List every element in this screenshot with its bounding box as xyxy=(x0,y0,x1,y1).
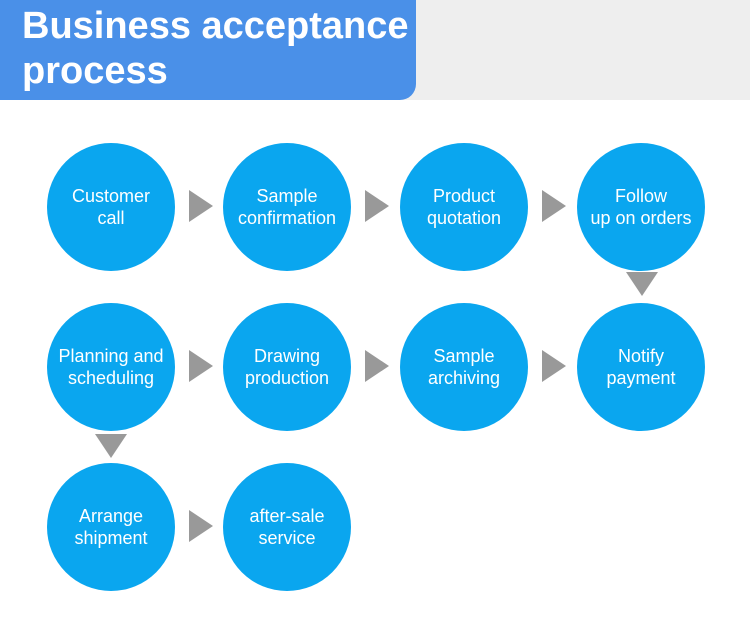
step-label-line-1: Notify xyxy=(617,346,664,366)
step-follow-up-on-orders: Follow up on orders xyxy=(577,143,705,271)
step-after-sale-service: after-sale service xyxy=(223,463,351,591)
step-label-line-2: service xyxy=(258,528,316,548)
page-title-line-2: process xyxy=(22,50,168,92)
arrow-right-icon xyxy=(189,190,213,222)
step-sample-confirmation: Sample confirmation xyxy=(223,143,351,271)
step-label-line-2: payment xyxy=(606,368,676,388)
step-label-line-2: call xyxy=(97,208,125,228)
arrow-right-icon xyxy=(365,190,389,222)
step-label-line-1: Sample xyxy=(256,186,318,206)
step-label-line-1: after-sale xyxy=(249,506,325,526)
step-drawing-production: Drawing production xyxy=(223,303,351,431)
step-label-line-2: archiving xyxy=(427,368,501,388)
arrow-right-icon xyxy=(189,350,213,382)
step-label-line-1: Planning and xyxy=(58,346,164,366)
title-banner: Business acceptance process xyxy=(0,0,416,100)
step-label-line-2: up on orders xyxy=(590,208,692,228)
step-label-line-1: Product xyxy=(432,186,496,206)
arrow-right-icon xyxy=(365,350,389,382)
step-notify-payment: Notify payment xyxy=(577,303,705,431)
step-label-line-1: Sample xyxy=(433,346,495,366)
step-label-line-2: production xyxy=(244,368,330,388)
step-label-line-1: Follow xyxy=(614,186,667,206)
step-arrange-shipment: Arrange shipment xyxy=(47,463,175,591)
arrow-right-icon xyxy=(189,510,213,542)
arrow-down-icon xyxy=(95,434,127,458)
step-sample-archiving: Sample archiving xyxy=(400,303,528,431)
step-product-quotation: Product quotation xyxy=(400,143,528,271)
step-label-line-1: Arrange xyxy=(78,506,144,526)
step-planning-and-scheduling: Planning and scheduling xyxy=(47,303,175,431)
arrow-down-icon xyxy=(626,272,658,296)
step-label-line-2: scheduling xyxy=(67,368,155,388)
arrow-right-icon xyxy=(542,350,566,382)
page-title-line-1: Business acceptance xyxy=(22,5,409,47)
step-label-line-2: quotation xyxy=(426,208,502,228)
step-label-line-1: Drawing xyxy=(253,346,321,366)
step-label-line-2: shipment xyxy=(74,528,148,548)
step-label-line-1: Customer xyxy=(71,186,151,206)
arrow-right-icon xyxy=(542,190,566,222)
step-label-line-2: confirmation xyxy=(237,208,337,228)
step-customer-call: Customer call xyxy=(47,143,175,271)
